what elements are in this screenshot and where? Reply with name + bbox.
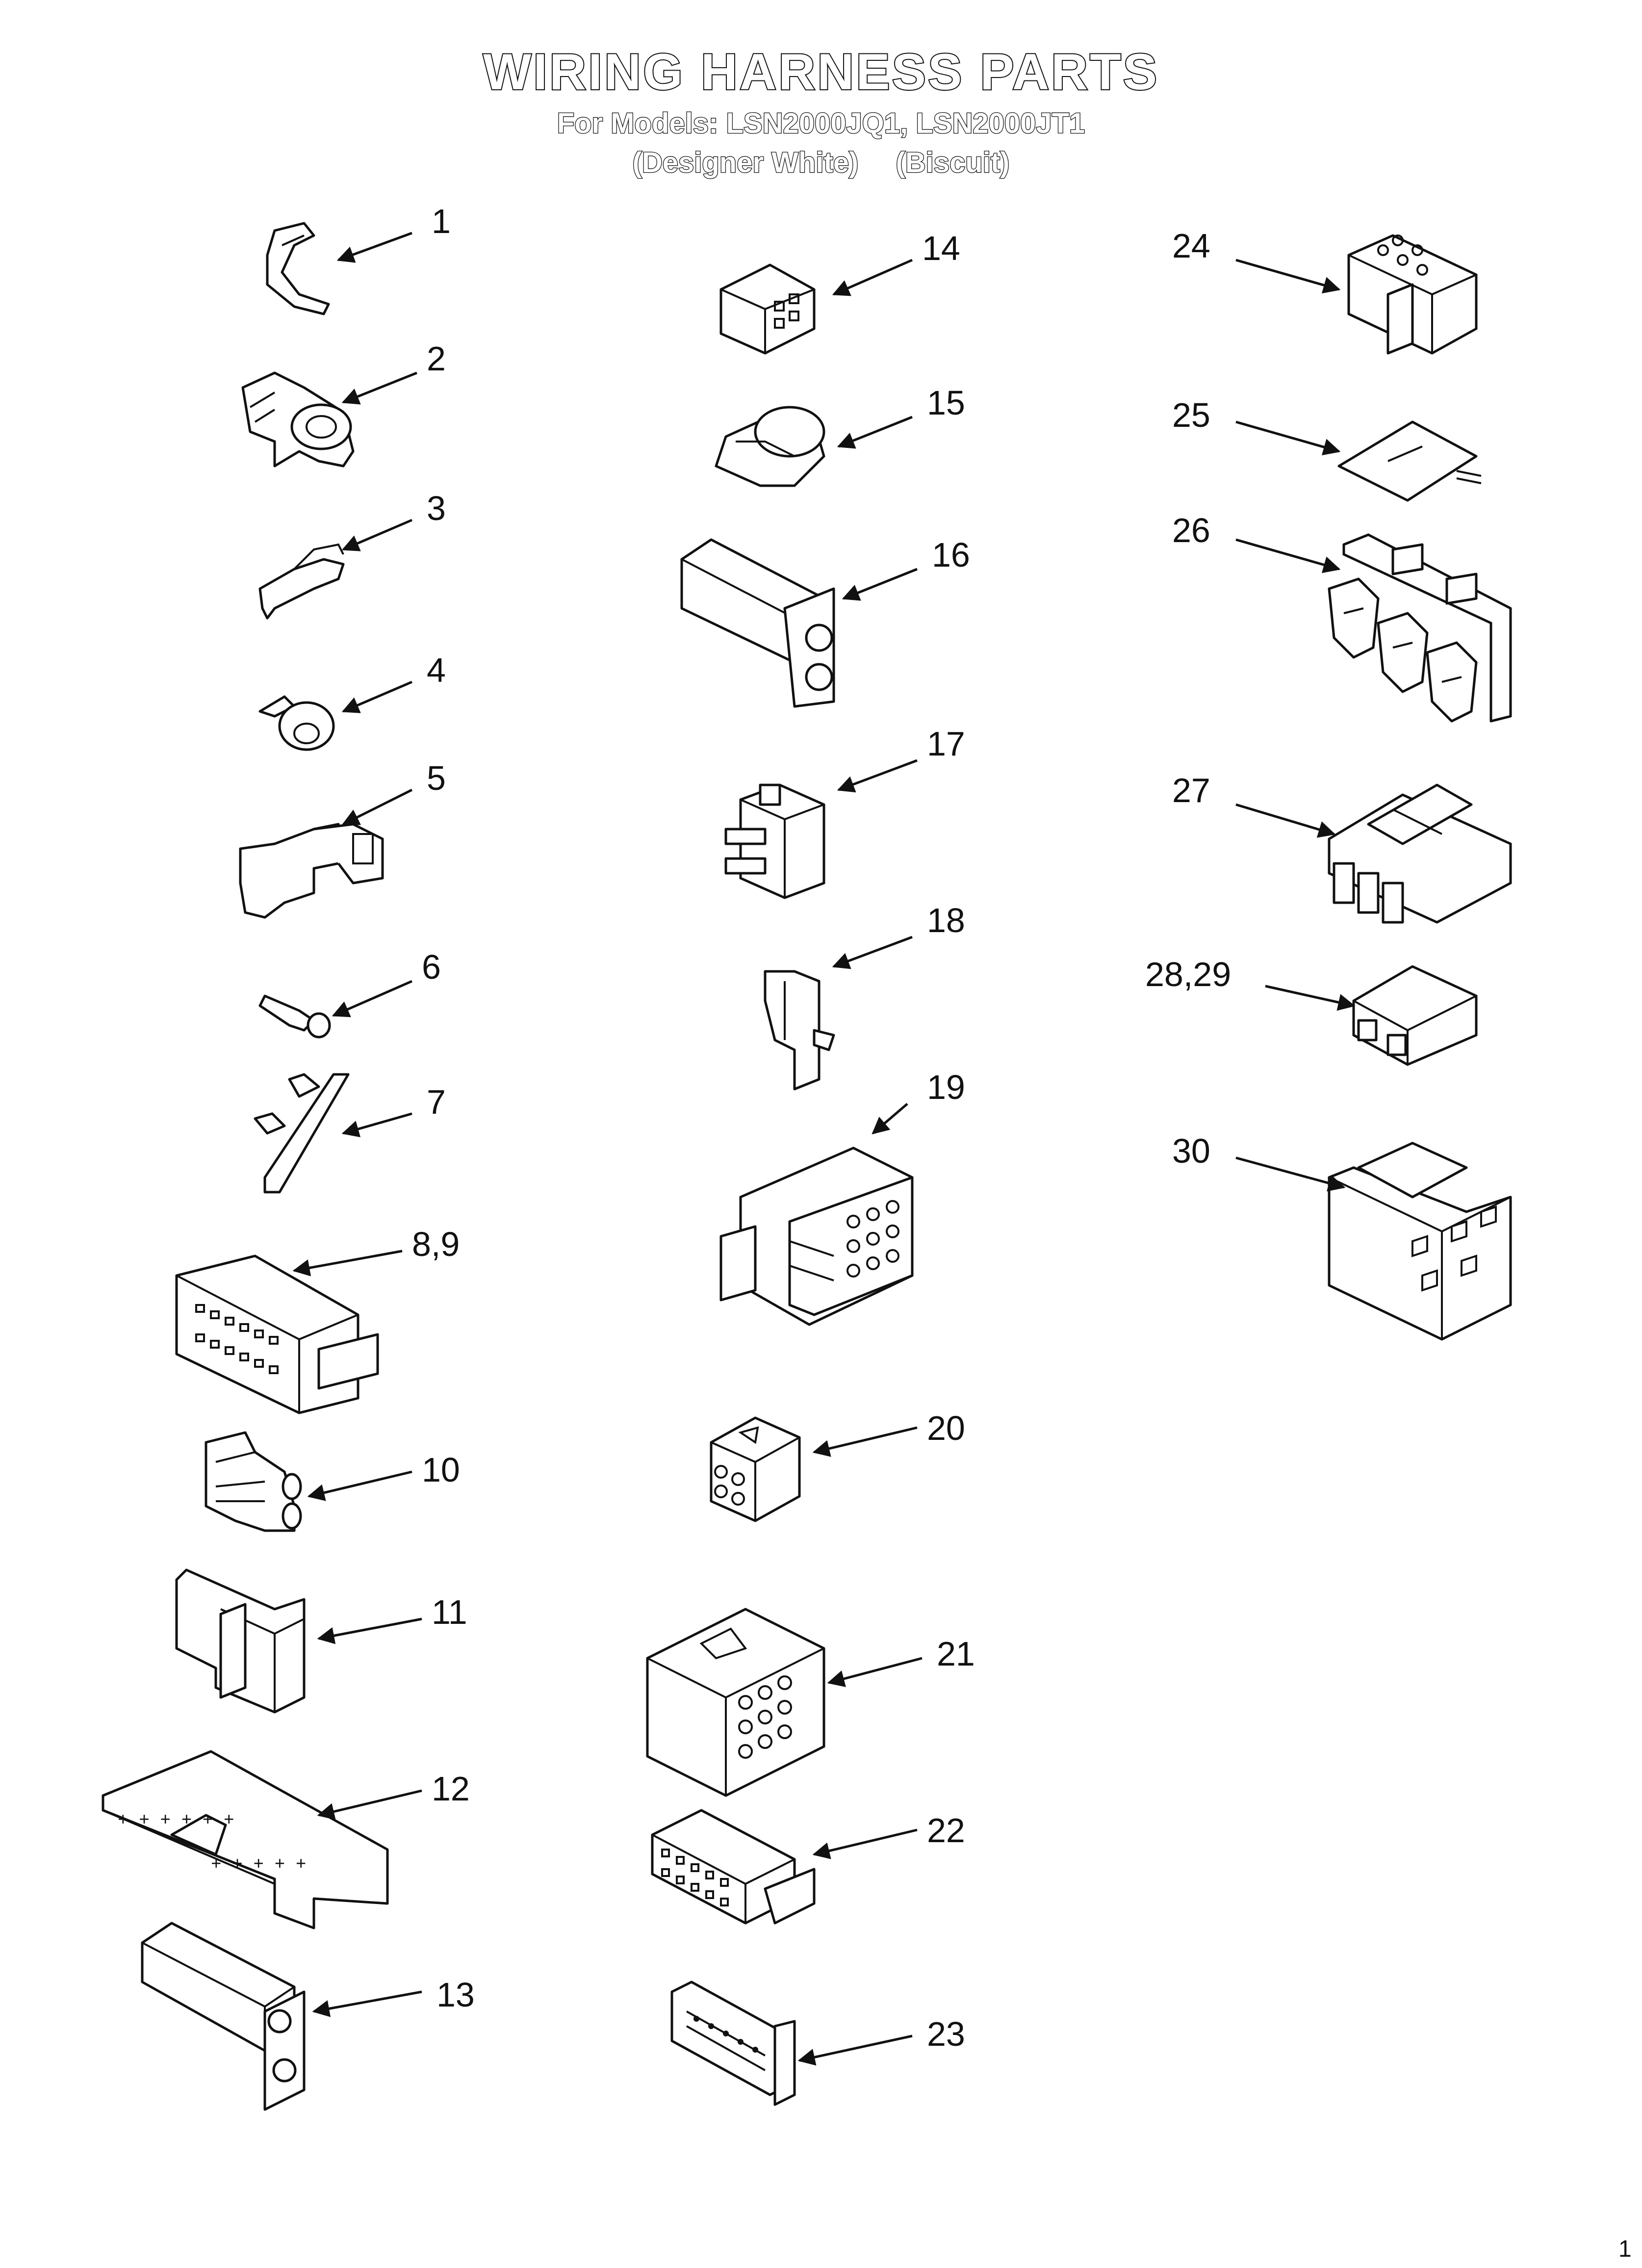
part-17-connector bbox=[724, 783, 825, 899]
callout-18: 18 bbox=[927, 901, 965, 939]
part-12-long-block: + + + + + + + + + + + bbox=[102, 1750, 389, 1929]
part-2-cable-clamp bbox=[241, 371, 355, 468]
models-line: For Models: LSN2000JQ1, LSN2000JT1 bbox=[556, 107, 1085, 140]
callout-4: 4 bbox=[427, 651, 446, 689]
part-30-relay-connector bbox=[1328, 1142, 1512, 1341]
callout-28-29: 28,29 bbox=[1145, 955, 1231, 993]
part-19-multi-pin-connector bbox=[719, 1147, 914, 1326]
part-20-cube-connector bbox=[710, 1416, 801, 1522]
part-10-small-connector bbox=[205, 1431, 302, 1532]
callout-26: 26 bbox=[1172, 511, 1210, 549]
callout-11: 11 bbox=[432, 1593, 467, 1631]
part-25-plate bbox=[1337, 420, 1482, 502]
callout-15: 15 bbox=[927, 384, 965, 422]
part-18-latch bbox=[764, 970, 835, 1091]
callout-22: 22 bbox=[927, 1811, 965, 1850]
callout-16: 16 bbox=[932, 536, 970, 574]
part-15-sleeve bbox=[715, 406, 825, 487]
callout-8-9: 8,9 bbox=[412, 1225, 460, 1263]
part-16-housing bbox=[680, 538, 835, 708]
callout-27: 27 bbox=[1172, 771, 1210, 809]
part-4-ring-clip bbox=[258, 695, 335, 751]
callout-20: 20 bbox=[927, 1409, 965, 1447]
variant-designer-white: (Designer White) bbox=[632, 146, 859, 180]
callout-30: 30 bbox=[1172, 1132, 1210, 1170]
svg-text:+ + + + +: + + + + + bbox=[211, 1854, 306, 1875]
part-24-connector bbox=[1347, 234, 1478, 355]
part-21-block-connector bbox=[646, 1608, 825, 1797]
svg-text:+ + + + + +: + + + + + + bbox=[118, 1810, 234, 1830]
part-7-bar-clip bbox=[254, 1073, 350, 1194]
part-28-29-connector bbox=[1352, 965, 1478, 1066]
part-6-push-pin bbox=[258, 994, 331, 1039]
callout-17: 17 bbox=[927, 725, 965, 763]
part-23-header-connector bbox=[670, 1981, 796, 2106]
part-26-relay-block bbox=[1328, 533, 1512, 723]
page-title: WIRING HARNESS PARTS bbox=[482, 43, 1159, 102]
callout-21: 21 bbox=[937, 1635, 975, 1673]
callout-19: 19 bbox=[927, 1068, 965, 1106]
variant-biscuit: (Biscuit) bbox=[895, 146, 1010, 180]
callout-12: 12 bbox=[432, 1770, 470, 1808]
part-1-clip bbox=[266, 222, 330, 315]
callout-labels: 1 2 3 4 5 6 7 8,9 10 11 12 13 14 15 16 1… bbox=[412, 202, 1231, 2053]
callout-10: 10 bbox=[422, 1451, 460, 1489]
part-3-wire-clip bbox=[258, 543, 345, 620]
callout-14: 14 bbox=[922, 229, 960, 267]
part-22-grid-connector bbox=[651, 1809, 816, 1925]
callout-7: 7 bbox=[427, 1083, 446, 1121]
callout-24: 24 bbox=[1172, 227, 1210, 265]
part-11-housing bbox=[175, 1568, 306, 1714]
part-14-connector bbox=[719, 263, 816, 355]
callout-1: 1 bbox=[432, 202, 451, 240]
variant-line: (Designer White) (Biscuit) bbox=[0, 146, 1642, 180]
callout-5: 5 bbox=[427, 759, 446, 797]
callout-13: 13 bbox=[436, 1976, 475, 2014]
part-13-housing bbox=[141, 1922, 306, 2111]
leader-lines bbox=[292, 232, 1356, 2066]
page-number: 1 bbox=[1618, 2236, 1632, 2262]
callout-2: 2 bbox=[427, 339, 446, 378]
part-5-strap-clamp bbox=[239, 823, 384, 919]
callout-25: 25 bbox=[1172, 396, 1210, 434]
callout-3: 3 bbox=[427, 489, 446, 527]
part-27-connector bbox=[1328, 783, 1512, 924]
part-8-9-long-connector bbox=[175, 1254, 379, 1414]
callout-23: 23 bbox=[927, 2015, 965, 2053]
callout-6: 6 bbox=[422, 948, 441, 986]
